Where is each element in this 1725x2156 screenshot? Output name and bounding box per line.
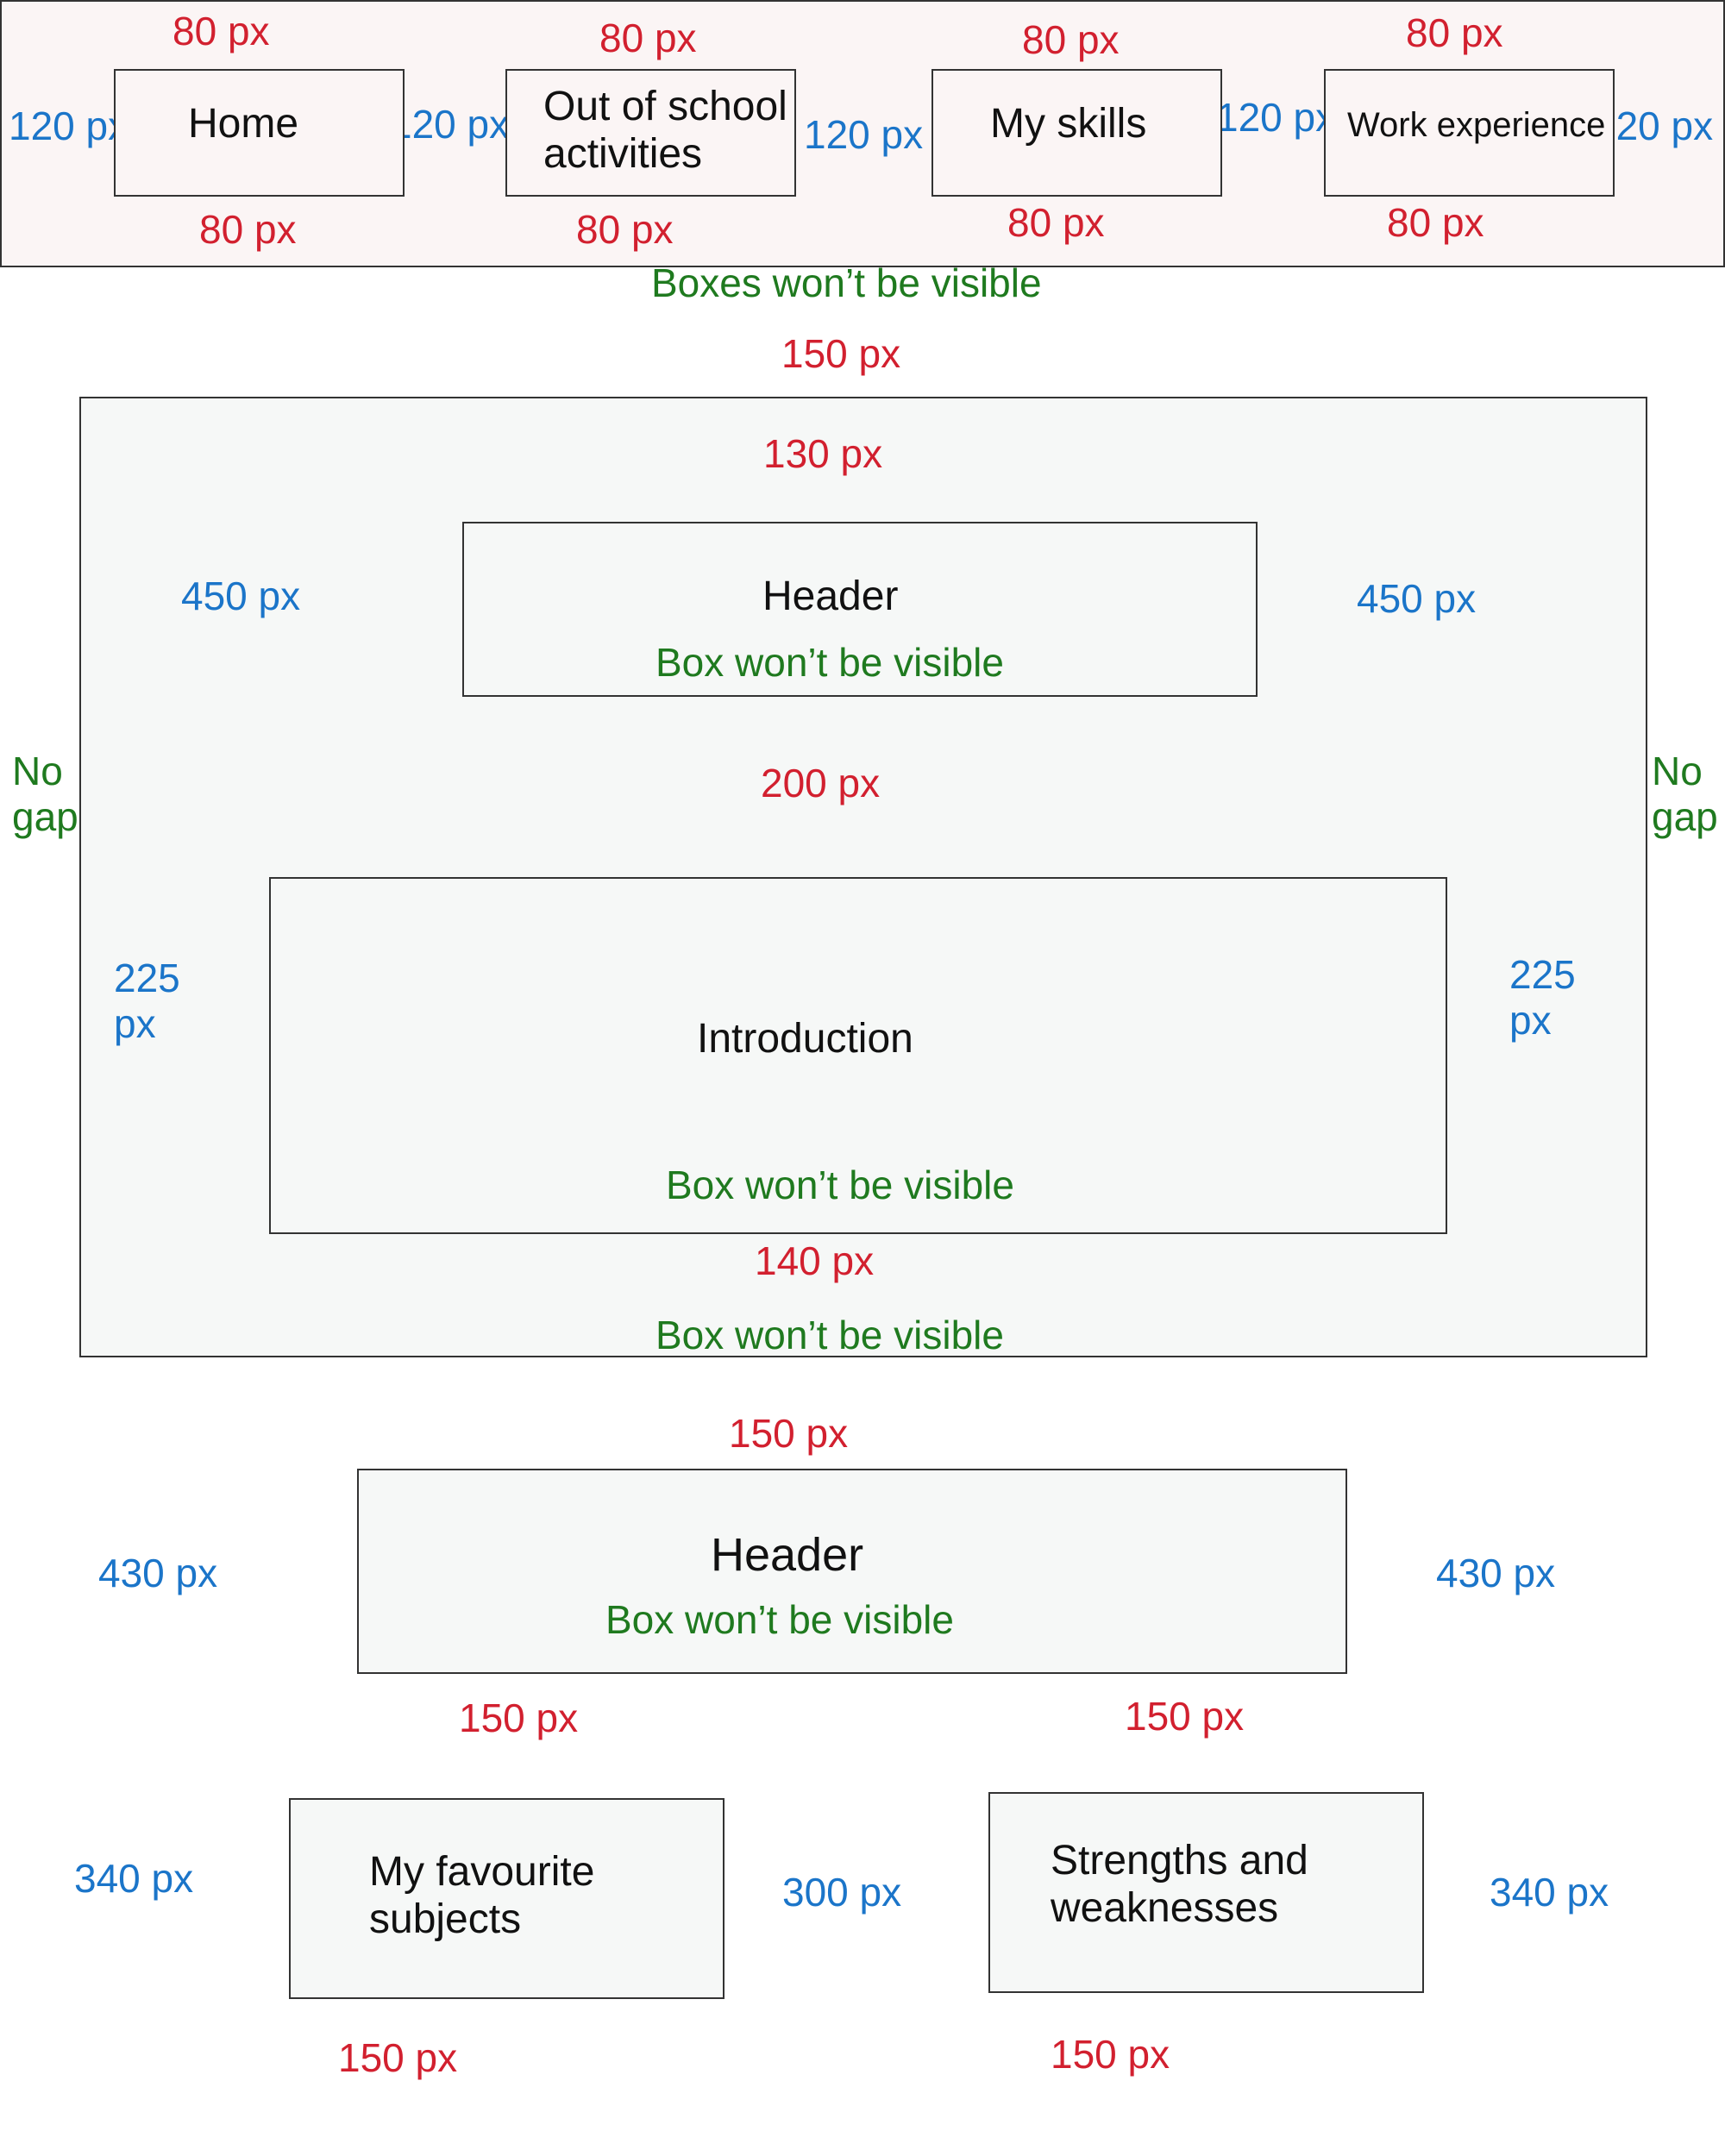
nav-side-spacing-label-3: 120 px — [804, 112, 924, 157]
lower-header-bottom-left-label: 150 px — [459, 1695, 579, 1740]
nav-bottom-spacing-label-1: 80 px — [199, 207, 297, 252]
main-introduction-box — [269, 877, 1447, 1234]
main-inner-top-label: 130 px — [763, 431, 883, 476]
nav-bottom-spacing-label-2: 80 px — [576, 207, 674, 252]
strengths-weaknesses-bottom-label: 150 px — [1051, 2032, 1170, 2077]
nav-item-out-of-school-activities[interactable]: Out of school activities — [543, 84, 787, 178]
main-header-note: Box won’t be visible — [656, 640, 1004, 685]
favourite-subjects-bottom-label: 150 px — [338, 2035, 458, 2080]
bottom-right-side-label: 340 px — [1490, 1870, 1609, 1915]
lower-header-left-label: 430 px — [98, 1551, 218, 1595]
main-left-no-gap-label: No gap — [12, 749, 78, 839]
nav-side-spacing-label-1: 120 px — [9, 103, 129, 148]
nav-top-spacing-label-2: 80 px — [599, 16, 697, 60]
main-header-intro-gap-label: 200 px — [761, 761, 881, 805]
lower-header-right-label: 430 px — [1436, 1551, 1556, 1595]
nav-top-spacing-label-3: 80 px — [1022, 17, 1120, 62]
main-header-title: Header — [762, 573, 899, 619]
nav-side-spacing-label-4: 120 px — [1216, 95, 1336, 140]
favourite-subjects-box — [289, 1798, 724, 1999]
lower-header-top-label: 150 px — [729, 1411, 849, 1456]
nav-box-out-of-school-activities — [505, 69, 796, 197]
nav-box-my-skills — [932, 69, 1222, 197]
main-left-margin-label: 450 px — [181, 573, 301, 618]
main-bottom-note: Box won’t be visible — [656, 1313, 1004, 1357]
main-introduction-title: Introduction — [697, 1016, 913, 1062]
main-intro-left-spacing-label: 225 px — [114, 956, 180, 1046]
nav-item-my-skills[interactable]: My skills — [990, 101, 1147, 147]
nav-bottom-spacing-label-3: 80 px — [1007, 200, 1105, 245]
nav-box-work-experience — [1324, 69, 1615, 197]
main-header-box — [462, 522, 1258, 697]
nav-bottom-spacing-label-4: 80 px — [1387, 200, 1484, 245]
lower-header-bottom-right-label: 150 px — [1125, 1694, 1245, 1739]
lower-header-title: Header — [711, 1529, 864, 1581]
favourite-subjects-title: My favourite subjects — [369, 1849, 595, 1943]
main-right-no-gap-label: No gap — [1652, 749, 1718, 839]
strengths-weaknesses-title: Strengths and weaknesses — [1051, 1838, 1308, 1932]
lower-header-box — [357, 1469, 1347, 1674]
main-intro-bottom-label: 140 px — [755, 1238, 875, 1283]
main-introduction-note: Box won’t be visible — [666, 1163, 1014, 1207]
main-right-margin-label: 450 px — [1357, 576, 1477, 621]
nav-top-spacing-label-4: 80 px — [1406, 10, 1503, 55]
nav-top-spacing-label-1: 80 px — [172, 9, 270, 53]
bottom-middle-gap-label: 300 px — [782, 1870, 902, 1915]
nav-side-spacing-label-2: 120 px — [390, 102, 510, 147]
bottom-left-side-label: 340 px — [74, 1856, 194, 1901]
strengths-weaknesses-box — [988, 1792, 1424, 1993]
nav-item-work-experience[interactable]: Work experience — [1347, 106, 1606, 144]
main-intro-right-spacing-label: 225 px — [1509, 952, 1576, 1043]
main-section-top-margin-label: 150 px — [781, 331, 901, 376]
lower-header-note: Box won’t be visible — [605, 1597, 954, 1642]
nav-item-home[interactable]: Home — [188, 101, 299, 147]
nav-box-home — [114, 69, 405, 197]
nav-visibility-note: Boxes won’t be visible — [651, 260, 1042, 305]
